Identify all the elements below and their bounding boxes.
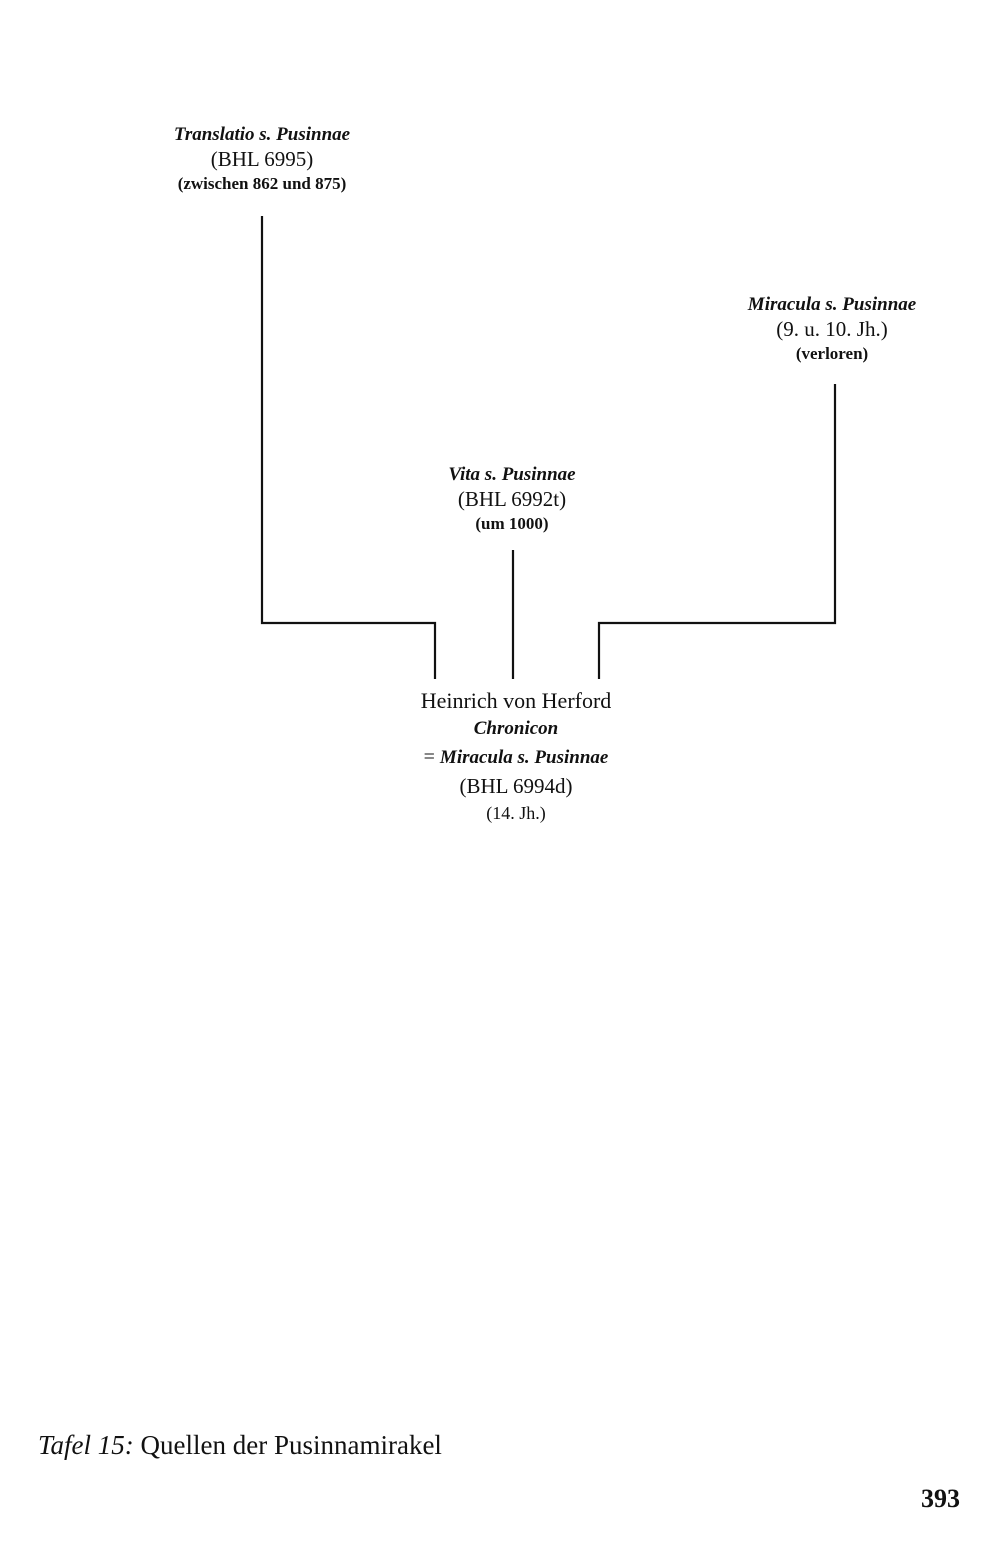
edge-translatio-to-heinrich: [260, 216, 437, 679]
heinrich-equivalence: = Miracula s. Pusinnae: [421, 743, 612, 772]
miracula-lost-title: Miracula s. Pusinnae: [747, 294, 917, 315]
heinrich-work: Chronicon: [473, 718, 559, 739]
miracula-lost-note: (verloren): [795, 344, 869, 363]
translatio-date: (zwischen 862 und 875): [177, 174, 347, 193]
page-number: 393: [921, 1484, 960, 1513]
figure-caption: Tafel 15: Quellen der Pusinnamirakel: [38, 1430, 442, 1461]
edge-miracula-to-heinrich: [597, 384, 837, 679]
caption-text: Quellen der Pusinnamirakel: [133, 1430, 442, 1460]
translatio-ref: (BHL 6995): [210, 147, 314, 171]
node-heinrich: Heinrich von Herford Chronicon = Miracul…: [421, 687, 612, 826]
heinrich-author: Heinrich von Herford: [420, 688, 612, 713]
vita-ref: (BHL 6992t): [457, 487, 567, 511]
equiv-title: Miracula s. Pusinnae: [439, 747, 609, 768]
heinrich-ref: (BHL 6994d): [459, 774, 573, 798]
node-miracula-lost: Miracula s. Pusinnae (9. u. 10. Jh.) (ve…: [748, 292, 916, 366]
vita-date: (um 1000): [475, 514, 549, 533]
caption-label: Tafel 15:: [38, 1430, 134, 1460]
equiv-prefix: =: [423, 746, 440, 768]
node-translatio: Translatio s. Pusinnae (BHL 6995) (zwisc…: [174, 122, 350, 196]
heinrich-date: (14. Jh.): [486, 803, 546, 823]
vita-title: Vita s. Pusinnae: [448, 464, 576, 485]
translatio-title: Translatio s. Pusinnae: [173, 124, 351, 145]
miracula-lost-date: (9. u. 10. Jh.): [776, 317, 888, 341]
node-vita: Vita s. Pusinnae (BHL 6992t) (um 1000): [448, 462, 575, 536]
